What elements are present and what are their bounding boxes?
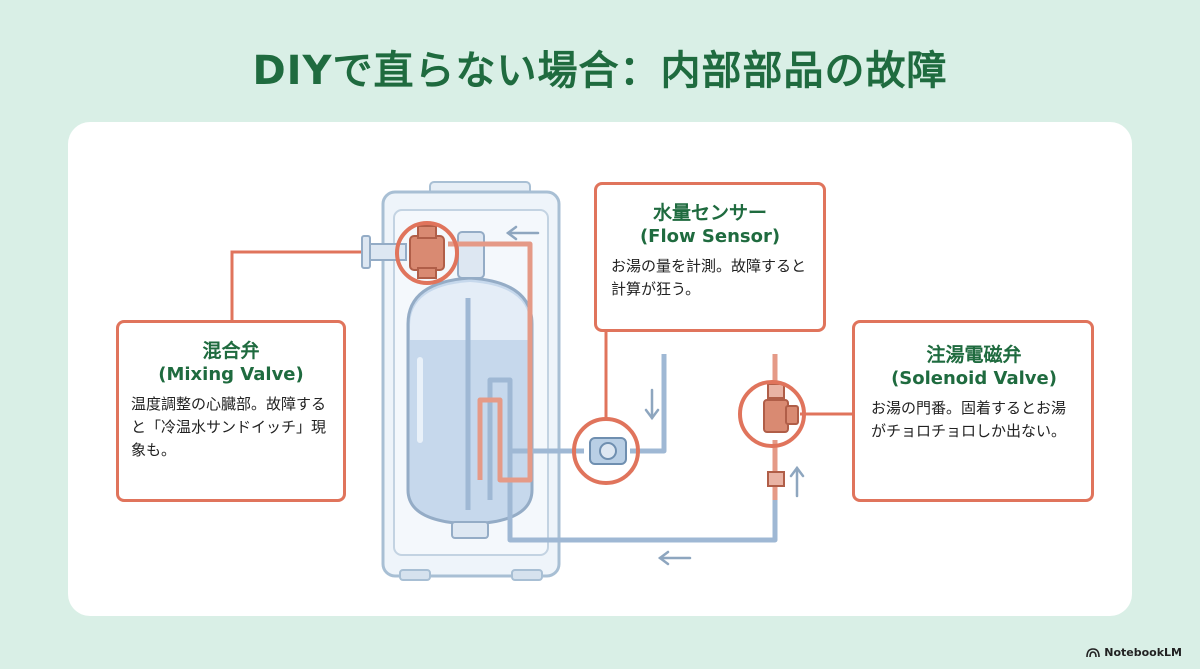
mixing-valve (361, 221, 459, 285)
hot-top-pipe (448, 241, 533, 483)
mixing-valve-body (409, 235, 445, 271)
mixing-valve-flange (361, 235, 371, 269)
cold-supply-pipe (487, 377, 584, 500)
flow-sensor-dial (599, 442, 617, 460)
cold-inlet-pipe (630, 354, 667, 454)
flow-sensor-title-en: (Flow Sensor) (639, 226, 781, 247)
flow-arrows (505, 225, 805, 566)
mixing-valve-cap-bottom (417, 267, 437, 279)
mixing-valve-title-jp: 混合弁 (202, 340, 260, 362)
heater-foot-right (511, 569, 543, 581)
solenoid-valve-callout: 注湯電磁弁 (Solenoid Valve) お湯の門番。固着するとお湯がチョロ… (852, 320, 1094, 502)
flow-sensor-title-jp: 水量センサー (652, 202, 767, 224)
heater-foot-left (399, 569, 431, 581)
cold-water-pipes (465, 298, 778, 543)
arrow-left-top-icon (505, 225, 540, 241)
solenoid-valve-knob (785, 405, 799, 425)
mixing-valve-title-en: (Mixing Valve) (158, 364, 304, 385)
tank-bottom-outlet (451, 521, 489, 539)
flow-sensor-description: お湯の量を計測。故障すると計算が狂う。 (611, 257, 807, 298)
mixing-highlight-ring (395, 221, 459, 285)
leader-lines (230, 250, 852, 418)
arrow-left-bottom-icon (657, 550, 692, 566)
mixing-valve-description: 温度調整の心臓部。故障すると「冷温水サンドイッチ」現象も。 (131, 395, 327, 459)
solenoid-upper-joint (767, 383, 785, 399)
notebooklm-logo-text: NotebookLM (1104, 646, 1182, 659)
flow-sensor (572, 417, 640, 485)
solenoid-valve-title-en: (Solenoid Valve) (891, 368, 1057, 389)
cold-return-pipe (507, 451, 778, 543)
solenoid-valve-title-jp: 注湯電磁弁 (926, 344, 1022, 366)
flow-sensor-callout: 水量センサー (Flow Sensor) お湯の量を計測。故障すると計算が狂う。 (594, 182, 826, 332)
mixing-leader-line (230, 250, 406, 320)
solenoid-valve (738, 380, 806, 487)
flow-highlight-ring (572, 417, 640, 485)
arrow-up-icon (789, 465, 805, 498)
mixing-valve-cap-top (417, 225, 437, 239)
solenoid-valve-description: お湯の門番。固着するとお湯がチョロチョロしか出ない。 (871, 399, 1067, 440)
arrow-down-icon (644, 388, 660, 421)
mixing-valve-callout: 混合弁 (Mixing Valve) 温度調整の心臓部。故障すると「冷温水サンド… (116, 320, 346, 502)
tank-top-fitting (457, 231, 485, 279)
hot-water-pipes (448, 241, 778, 500)
notebooklm-logo-icon (1086, 647, 1101, 657)
solenoid-lower-joint (767, 471, 785, 487)
mixing-valve-inlet-pipe (365, 243, 407, 261)
solenoid-highlight-ring (738, 380, 806, 448)
solenoid-valve-body (763, 399, 789, 433)
notebooklm-logo: NotebookLM (1086, 646, 1182, 659)
page-title: DIYで直らない場合：内部部品の故障 (252, 48, 948, 94)
